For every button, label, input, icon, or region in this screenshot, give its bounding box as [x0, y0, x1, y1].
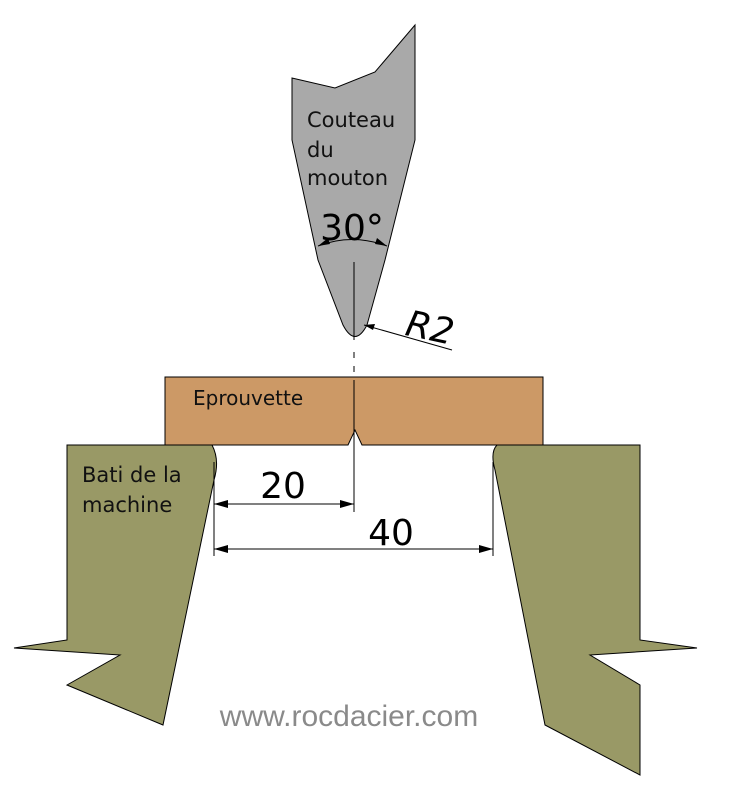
radius-arrow: [364, 324, 375, 330]
radius-label: R2: [402, 303, 457, 353]
angle-label: 30°: [320, 208, 384, 249]
dimension-20-arrow-right: [340, 500, 354, 508]
frame-label-line-1: Bati de la: [82, 463, 182, 487]
angle-arrow-left: [318, 238, 330, 246]
specimen-label: Eprouvette: [193, 386, 303, 410]
angle-arrow-right: [375, 238, 387, 246]
knife-label-line-2: du: [307, 138, 334, 162]
frame-left: [13, 444, 218, 726]
knife-label-line-3: mouton: [307, 166, 388, 190]
radius-leader: [363, 324, 453, 351]
frame-label-line-2: machine: [82, 493, 172, 517]
dimension-20-label: 20: [260, 466, 306, 507]
dimension-20-arrow-left: [214, 500, 228, 508]
watermark: www.rocdacier.com: [219, 700, 478, 733]
knife-label-line-1: Couteau: [307, 108, 395, 132]
dimension-40-arrow-right: [479, 545, 493, 553]
frame-right: [492, 444, 698, 776]
dimension-40-arrow-left: [214, 545, 228, 553]
dimension-40-label: 40: [368, 513, 414, 554]
